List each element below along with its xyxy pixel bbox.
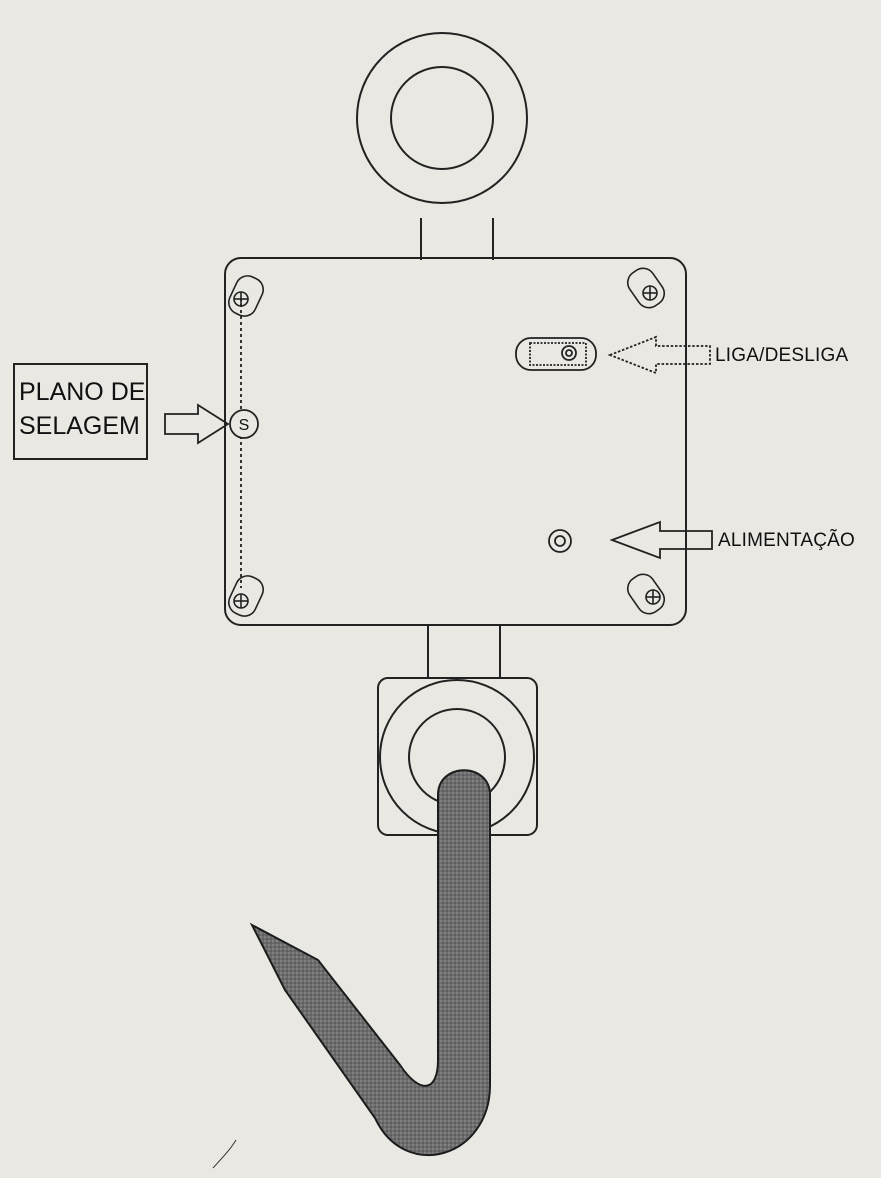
power-connector xyxy=(548,529,572,553)
arrow-seal-plane xyxy=(164,403,230,445)
upper-neck xyxy=(420,218,494,260)
arrow-power-switch xyxy=(607,335,711,375)
label-seal-plane-box: PLANO DE SELAGEM xyxy=(13,363,148,460)
label-power-supply: ALIMENTAÇÃO xyxy=(718,530,855,551)
label-power-switch: LIGA/DESLIGA xyxy=(715,345,849,366)
stray-mark xyxy=(212,1139,237,1169)
power-switch xyxy=(515,337,597,371)
seal-marker-letter: S xyxy=(239,417,250,434)
top-ring xyxy=(356,32,528,204)
main-body-box xyxy=(224,257,687,626)
label-seal-plane-line1: PLANO DE xyxy=(19,378,146,406)
screw-bottom-right xyxy=(626,573,666,615)
screw-top-right xyxy=(626,267,666,309)
screw-top-left xyxy=(228,275,264,317)
screw-bottom-left xyxy=(228,575,264,617)
hook xyxy=(249,769,491,1156)
lower-neck xyxy=(427,625,501,679)
label-seal-plane-line2: SELAGEM xyxy=(19,412,140,440)
seal-marker: S xyxy=(229,409,259,439)
arrow-power-supply xyxy=(609,520,713,560)
